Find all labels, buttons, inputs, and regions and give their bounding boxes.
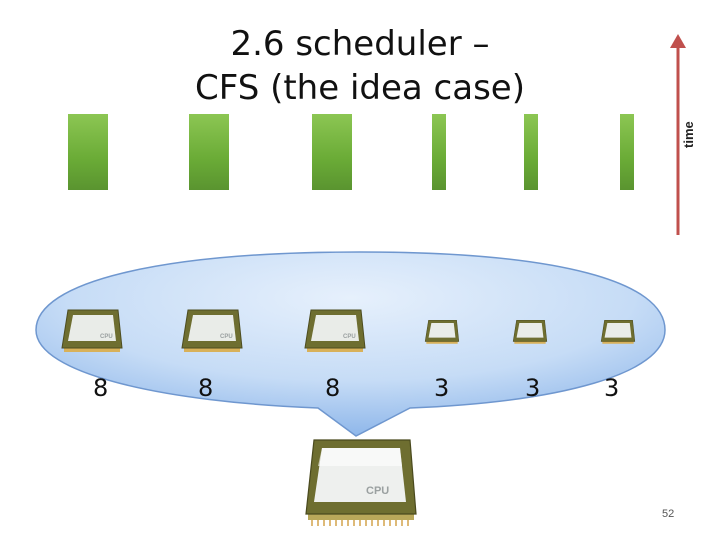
timeslice-bar-3 bbox=[312, 114, 352, 190]
time-axis-label: time bbox=[681, 121, 696, 148]
timeslice-bar-4 bbox=[432, 114, 446, 190]
cpu-chip-icon: CPU bbox=[304, 309, 366, 352]
task-weight-1: 8 bbox=[93, 374, 109, 402]
svg-text:CPU: CPU bbox=[366, 485, 389, 497]
up-arrow-icon bbox=[670, 34, 686, 235]
cpu-chip-icon bbox=[512, 319, 548, 344]
svg-text:CPU: CPU bbox=[343, 334, 356, 340]
page-number: 52 bbox=[662, 508, 675, 520]
timeslice-bar-1 bbox=[68, 114, 108, 190]
timeslice-bar-6 bbox=[620, 114, 634, 190]
cpu-chip-icon: CPU bbox=[181, 309, 243, 352]
task-weight-4: 3 bbox=[434, 374, 450, 402]
cpu-chip-icon: CPU bbox=[305, 439, 417, 526]
title-line-1: 2.6 scheduler – bbox=[230, 24, 490, 64]
slide-title: 2.6 scheduler – CFS (the idea case) bbox=[150, 22, 570, 110]
timeslice-bar-2 bbox=[189, 114, 229, 190]
task-weight-3: 8 bbox=[325, 374, 341, 402]
task-weight-6: 3 bbox=[604, 374, 620, 402]
cpu-chip-icon bbox=[600, 319, 636, 344]
cpu-chip-icon: CPU bbox=[61, 309, 123, 352]
task-weight-5: 3 bbox=[525, 374, 541, 402]
svg-text:CPU: CPU bbox=[220, 334, 233, 340]
svg-text:CPU: CPU bbox=[100, 334, 113, 340]
timeslice-bar-5 bbox=[524, 114, 538, 190]
cpu-chip-icon bbox=[424, 319, 460, 344]
title-line-2: CFS (the idea case) bbox=[195, 68, 525, 108]
task-weight-2: 8 bbox=[198, 374, 214, 402]
